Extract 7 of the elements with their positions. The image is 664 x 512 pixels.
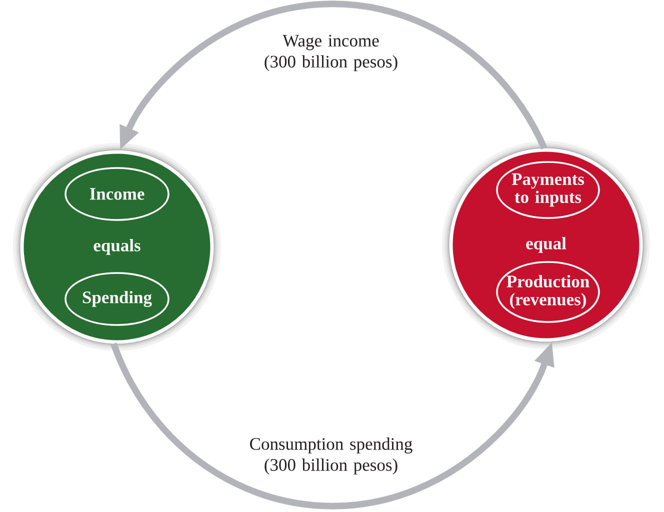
oval-node: Payments to inputs — [496, 161, 600, 219]
oval-node: Production (revenues) — [496, 261, 600, 323]
edge-label: Wage income (300 billion pesos) — [264, 34, 398, 72]
oval-node: Spending — [64, 272, 170, 326]
curved-arrow — [120, 0, 548, 150]
oval-node: Income — [64, 167, 170, 221]
edge-label: Consumption spending (300 billion pesos) — [250, 438, 412, 474]
